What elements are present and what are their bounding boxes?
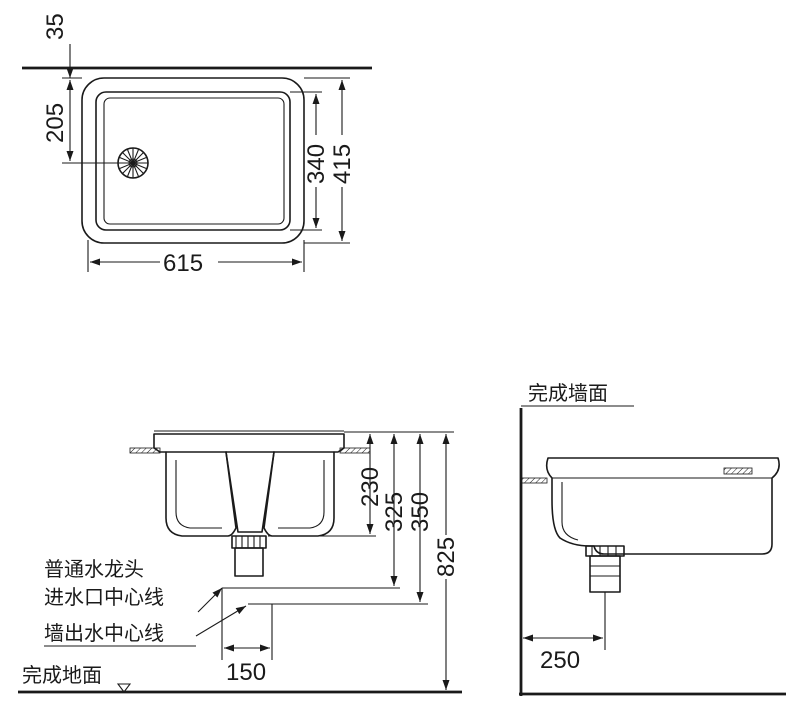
dim-label-615: 615 xyxy=(163,250,203,277)
floor-marker-icon xyxy=(116,683,132,693)
dim-label-250: 250 xyxy=(540,647,580,674)
drain-icon xyxy=(117,147,149,179)
dim-label-825: 825 xyxy=(433,537,460,577)
top-view: 35 205 340 415 615 xyxy=(22,13,372,277)
overflow-hatch xyxy=(723,467,753,475)
label-finished-wall: 完成墙面 xyxy=(528,381,608,405)
side-counter-hatch xyxy=(520,477,548,484)
drain-neck xyxy=(225,451,275,533)
counter-left-hatch xyxy=(129,447,161,454)
basin-inner-outline xyxy=(95,91,291,231)
basin-bowl-outline xyxy=(103,97,285,225)
dim-label-415: 415 xyxy=(329,144,356,184)
basin-outer-outline xyxy=(81,77,305,244)
label-wall-outlet: 墙出水中心线 xyxy=(44,621,164,645)
dim-label-230: 230 xyxy=(357,467,384,507)
drain-tail-pipe xyxy=(234,547,264,577)
front-section-view: 230 325 350 825 150 普通水龙头 进水口中心线 墙出水中心线 … xyxy=(18,430,462,694)
dim-label-325: 325 xyxy=(381,492,408,532)
counter-right-hatch xyxy=(339,447,371,454)
drain-body xyxy=(231,535,267,549)
side-drain-tail-pipe xyxy=(589,555,621,593)
basin-bowl-right-inner xyxy=(278,460,325,529)
basin-rim xyxy=(153,433,345,453)
dim-label-350: 350 xyxy=(407,492,434,532)
leader-faucet-inlet xyxy=(197,587,223,613)
label-faucet-inlet-line2: 进水口中心线 xyxy=(44,585,164,609)
dim-label-205: 205 xyxy=(42,103,69,143)
dim-label-340: 340 xyxy=(303,144,330,184)
basin-bowl-left-wall xyxy=(165,451,237,537)
label-finished-floor: 完成地面 xyxy=(22,663,102,687)
side-section-view: 完成墙面 250 xyxy=(519,381,786,696)
dim-label-35: 35 xyxy=(42,13,69,40)
label-faucet-inlet-line1: 普通水龙头 xyxy=(44,557,144,581)
dim-label-150: 150 xyxy=(226,659,266,686)
leader-wall-outlet xyxy=(195,605,247,637)
basin-bowl-left-inner xyxy=(175,460,222,529)
